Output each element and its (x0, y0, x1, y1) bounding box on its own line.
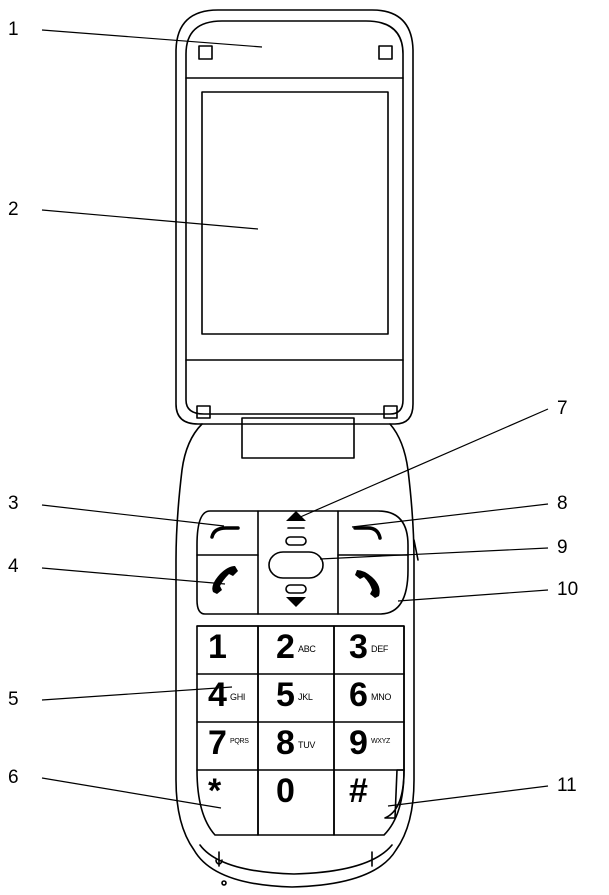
right-soft-key-icon[interactable] (353, 526, 382, 540)
key-1[interactable]: 1 (206, 630, 258, 666)
key-digit: 2 (276, 628, 295, 666)
key-digit: 5 (276, 676, 295, 714)
key-letters: PQRS (230, 738, 249, 745)
nav-down-arrow-icon[interactable] (286, 597, 306, 607)
lid-corner-marker (198, 45, 213, 60)
callout-11-label: 11 (557, 775, 577, 796)
key-letters: WXYZ (371, 738, 391, 745)
lid-outer-shell (175, 9, 414, 425)
base-inner-rim (199, 844, 393, 875)
key-letters: MNO (371, 692, 392, 702)
key-digit: * (208, 772, 222, 810)
function-keys[interactable] (196, 510, 409, 615)
microphone-icon (215, 851, 223, 867)
key-letters: TUV (298, 740, 316, 750)
key-digit: 9 (349, 724, 368, 762)
callout-5-label: 5 (8, 689, 19, 710)
key-digit: 0 (276, 772, 295, 810)
key-digit: 6 (349, 676, 368, 714)
key-digit: 3 (349, 628, 368, 666)
lid-corner-marker (196, 405, 211, 419)
left-soft-key-icon[interactable] (210, 526, 240, 539)
key-digit: 4 (208, 676, 227, 714)
end-key-icon[interactable] (355, 570, 380, 598)
microphone-hole (221, 880, 227, 886)
nav-up-slot (285, 536, 307, 546)
nav-down-slot (285, 584, 307, 594)
key-letters: ABC (298, 644, 316, 654)
key-hash[interactable]: # (347, 774, 399, 810)
nav-up-arrow-icon[interactable] (286, 511, 306, 521)
key-letters: JKL (298, 692, 313, 702)
lid-inner-shell (185, 20, 404, 415)
key-digit: 8 (276, 724, 295, 762)
callout-10-label: 10 (557, 579, 579, 600)
callout-9-label: 9 (557, 537, 568, 558)
lid-corner-marker (378, 45, 393, 60)
key-digit: # (349, 772, 368, 810)
callout-8-label: 8 (557, 493, 568, 514)
phone-lid (175, 9, 414, 425)
callout-1-label: 1 (8, 19, 19, 40)
key-letters: GHI (230, 692, 246, 702)
key-0[interactable]: 0 (274, 774, 326, 810)
call-key-icon[interactable] (212, 566, 238, 594)
keypad-column-left (196, 625, 259, 836)
display-screen (201, 91, 389, 335)
callout-6-label: 6 (8, 767, 19, 788)
lid-corner-marker (383, 405, 398, 419)
key-digit: 1 (208, 628, 227, 666)
callout-3-label: 3 (8, 493, 19, 514)
nav-center-key[interactable] (268, 551, 324, 579)
key-digit: 7 (208, 724, 227, 762)
callout-7-label: 7 (557, 398, 568, 419)
keypad[interactable] (196, 625, 405, 836)
callout-4-label: 4 (8, 556, 19, 577)
key-letters: DEF (371, 644, 389, 654)
callout-2-label: 2 (8, 199, 19, 220)
key-star[interactable]: * (206, 774, 258, 810)
